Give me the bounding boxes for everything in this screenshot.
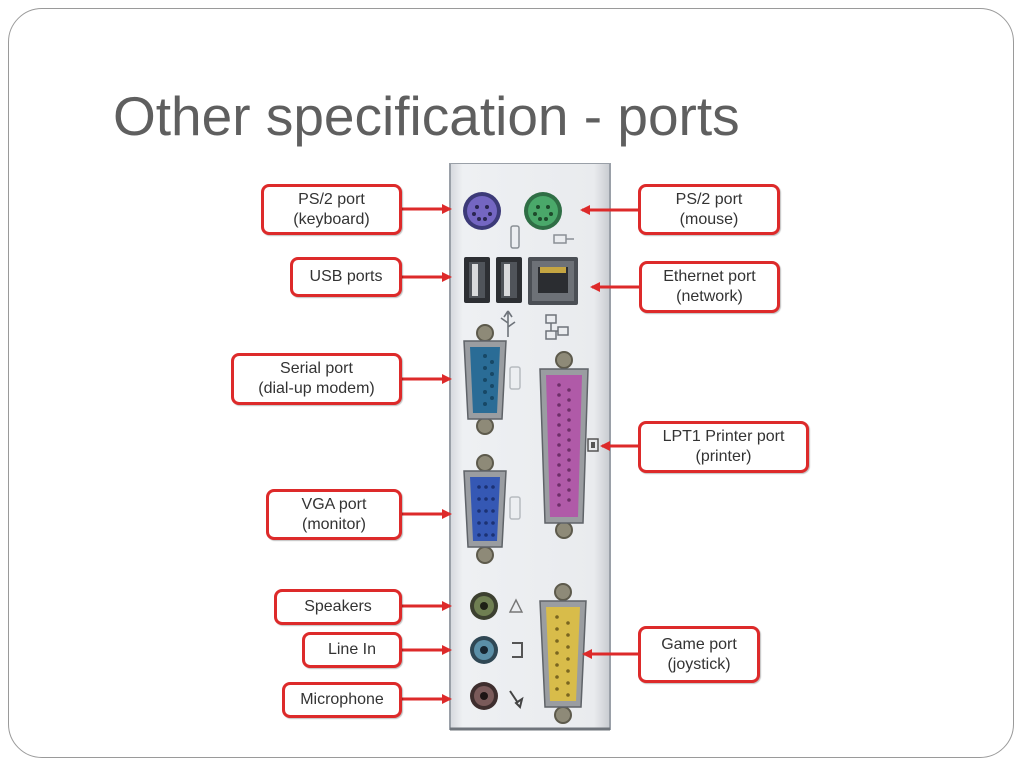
serial-connector [463,324,521,435]
callout-ps2-keyboard: PS/2 port (keyboard) [261,184,402,235]
lpt1-connector [539,351,599,539]
io-panel-illustration [402,163,639,731]
callout-game-port-line1: Game port [661,635,737,653]
callout-serial-line2: (dial-up modem) [258,380,375,397]
ps2-mouse-connector [524,192,574,244]
microphone-jack [470,682,524,710]
vga-connector [463,454,521,564]
callout-game-port: Game port (joystick) [638,626,760,683]
line-in-jack [470,636,523,664]
speakers-jack [470,592,524,620]
callout-ps2-keyboard-line1: PS/2 port [298,190,365,208]
callout-lpt1-line1: LPT1 Printer port [662,428,785,445]
callout-vga-line1: VGA port [301,495,367,513]
callout-usb-line1: USB ports [309,268,383,285]
callout-ethernet-line1: Ethernet port [663,268,756,285]
pointer-arrows [402,204,639,704]
callout-serial-line1: Serial port [280,360,353,377]
callout-ps2-mouse-line1: PS/2 port [675,190,743,208]
slide-title: Other specification - ports [113,85,740,147]
callout-vga: VGA port (monitor) [266,489,402,540]
callout-game-port-line2: (joystick) [667,655,731,673]
callout-vga-line2: (monitor) [301,515,366,533]
callout-speakers-line1: Speakers [304,598,372,615]
callout-ethernet: Ethernet port (network) [639,261,780,313]
callout-microphone-line1: Microphone [300,691,384,708]
ports-diagram: PS/2 port (keyboard) PS/2 port (mouse) U… [228,163,816,733]
callout-lpt1-line2: (printer) [695,448,752,465]
usb-ports [464,257,522,337]
callout-ps2-mouse: PS/2 port (mouse) [638,184,780,235]
callout-lpt1: LPT1 Printer port (printer) [638,421,809,473]
game-port-connector [539,583,587,724]
ethernet-connector [528,257,578,340]
callout-microphone: Microphone [282,682,402,718]
callout-ps2-keyboard-line2: (keyboard) [293,210,370,228]
callout-speakers: Speakers [274,589,402,625]
callout-serial: Serial port (dial-up modem) [231,353,402,405]
callout-ethernet-line2: (network) [676,288,743,305]
callout-line-in: Line In [302,632,402,668]
callout-usb: USB ports [290,257,402,297]
callout-line-in-line1: Line In [327,641,377,658]
ps2-keyboard-connector [463,192,520,249]
callout-ps2-mouse-line2: (mouse) [679,210,739,228]
